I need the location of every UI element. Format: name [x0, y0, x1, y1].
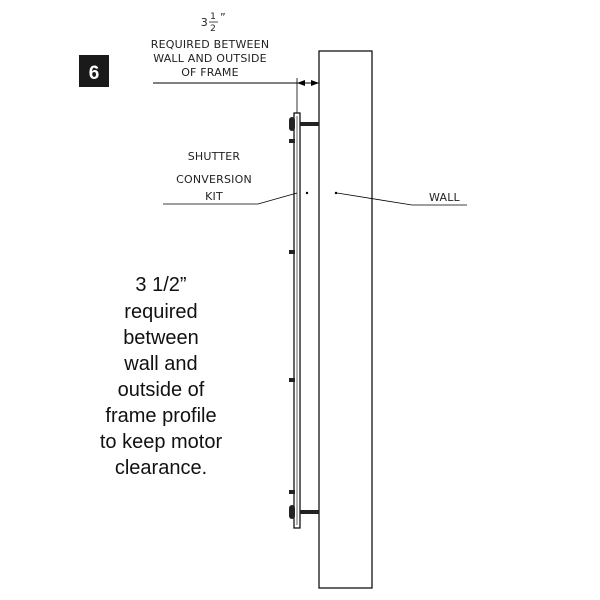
top-clip	[289, 139, 295, 143]
dimension-whole: 3	[201, 16, 208, 29]
shutter-frame	[289, 112, 319, 529]
bottom-clip	[289, 490, 295, 494]
note-line-2: required	[124, 301, 197, 323]
clearance-note: 3 1/2” required between wall and outside…	[100, 274, 223, 479]
note-line-5: outside of	[118, 379, 205, 401]
kit-leader-dot	[305, 191, 309, 195]
kit-label-line-1: SHUTTER	[188, 150, 241, 163]
wall-label: WALL	[429, 191, 461, 204]
wall-leader-dot	[334, 191, 338, 195]
kit-leader	[163, 192, 298, 205]
wall-leader	[336, 192, 467, 206]
note-line-7: to keep motor	[100, 431, 223, 453]
top-bracket-cap	[289, 117, 295, 131]
dimension-arrow-left	[297, 80, 305, 86]
note-line-1: 3 1/2”	[135, 274, 186, 296]
note-line-8: clearance.	[115, 457, 207, 479]
step-number: 6	[89, 63, 100, 84]
kit-label-line-3: KIT	[205, 190, 223, 203]
bottom-bracket-cap	[289, 505, 295, 519]
bottom-bracket-arm	[300, 510, 319, 514]
dimension-line-2: WALL AND OUTSIDE	[153, 52, 267, 65]
top-bracket-arm	[300, 122, 319, 126]
kit-label-line-2: CONVERSION	[176, 173, 252, 186]
dimension-line-3: OF FRAME	[181, 66, 239, 79]
dimension-line-1: REQUIRED BETWEEN	[151, 38, 270, 51]
dimension-denominator: 2	[210, 24, 216, 34]
note-line-3: between	[123, 327, 199, 349]
wall	[318, 50, 373, 589]
step-badge-box	[79, 55, 109, 87]
note-line-4: wall and	[123, 353, 197, 375]
clip-lower	[289, 378, 295, 382]
kit-callout: SHUTTER CONVERSION KIT	[163, 150, 309, 205]
clip-upper	[289, 250, 295, 254]
dimension-numerator: 1	[210, 12, 216, 22]
wall-callout: WALL	[334, 191, 467, 206]
note-line-6: frame profile	[105, 405, 216, 427]
dimension-arrow-right	[311, 80, 319, 86]
step-badge: 6	[79, 55, 109, 87]
dimension-callout: 3 1 2 ” REQUIRED BETWEEN WALL AND OUTSID…	[151, 11, 320, 113]
dimension-unit: ”	[220, 11, 226, 24]
